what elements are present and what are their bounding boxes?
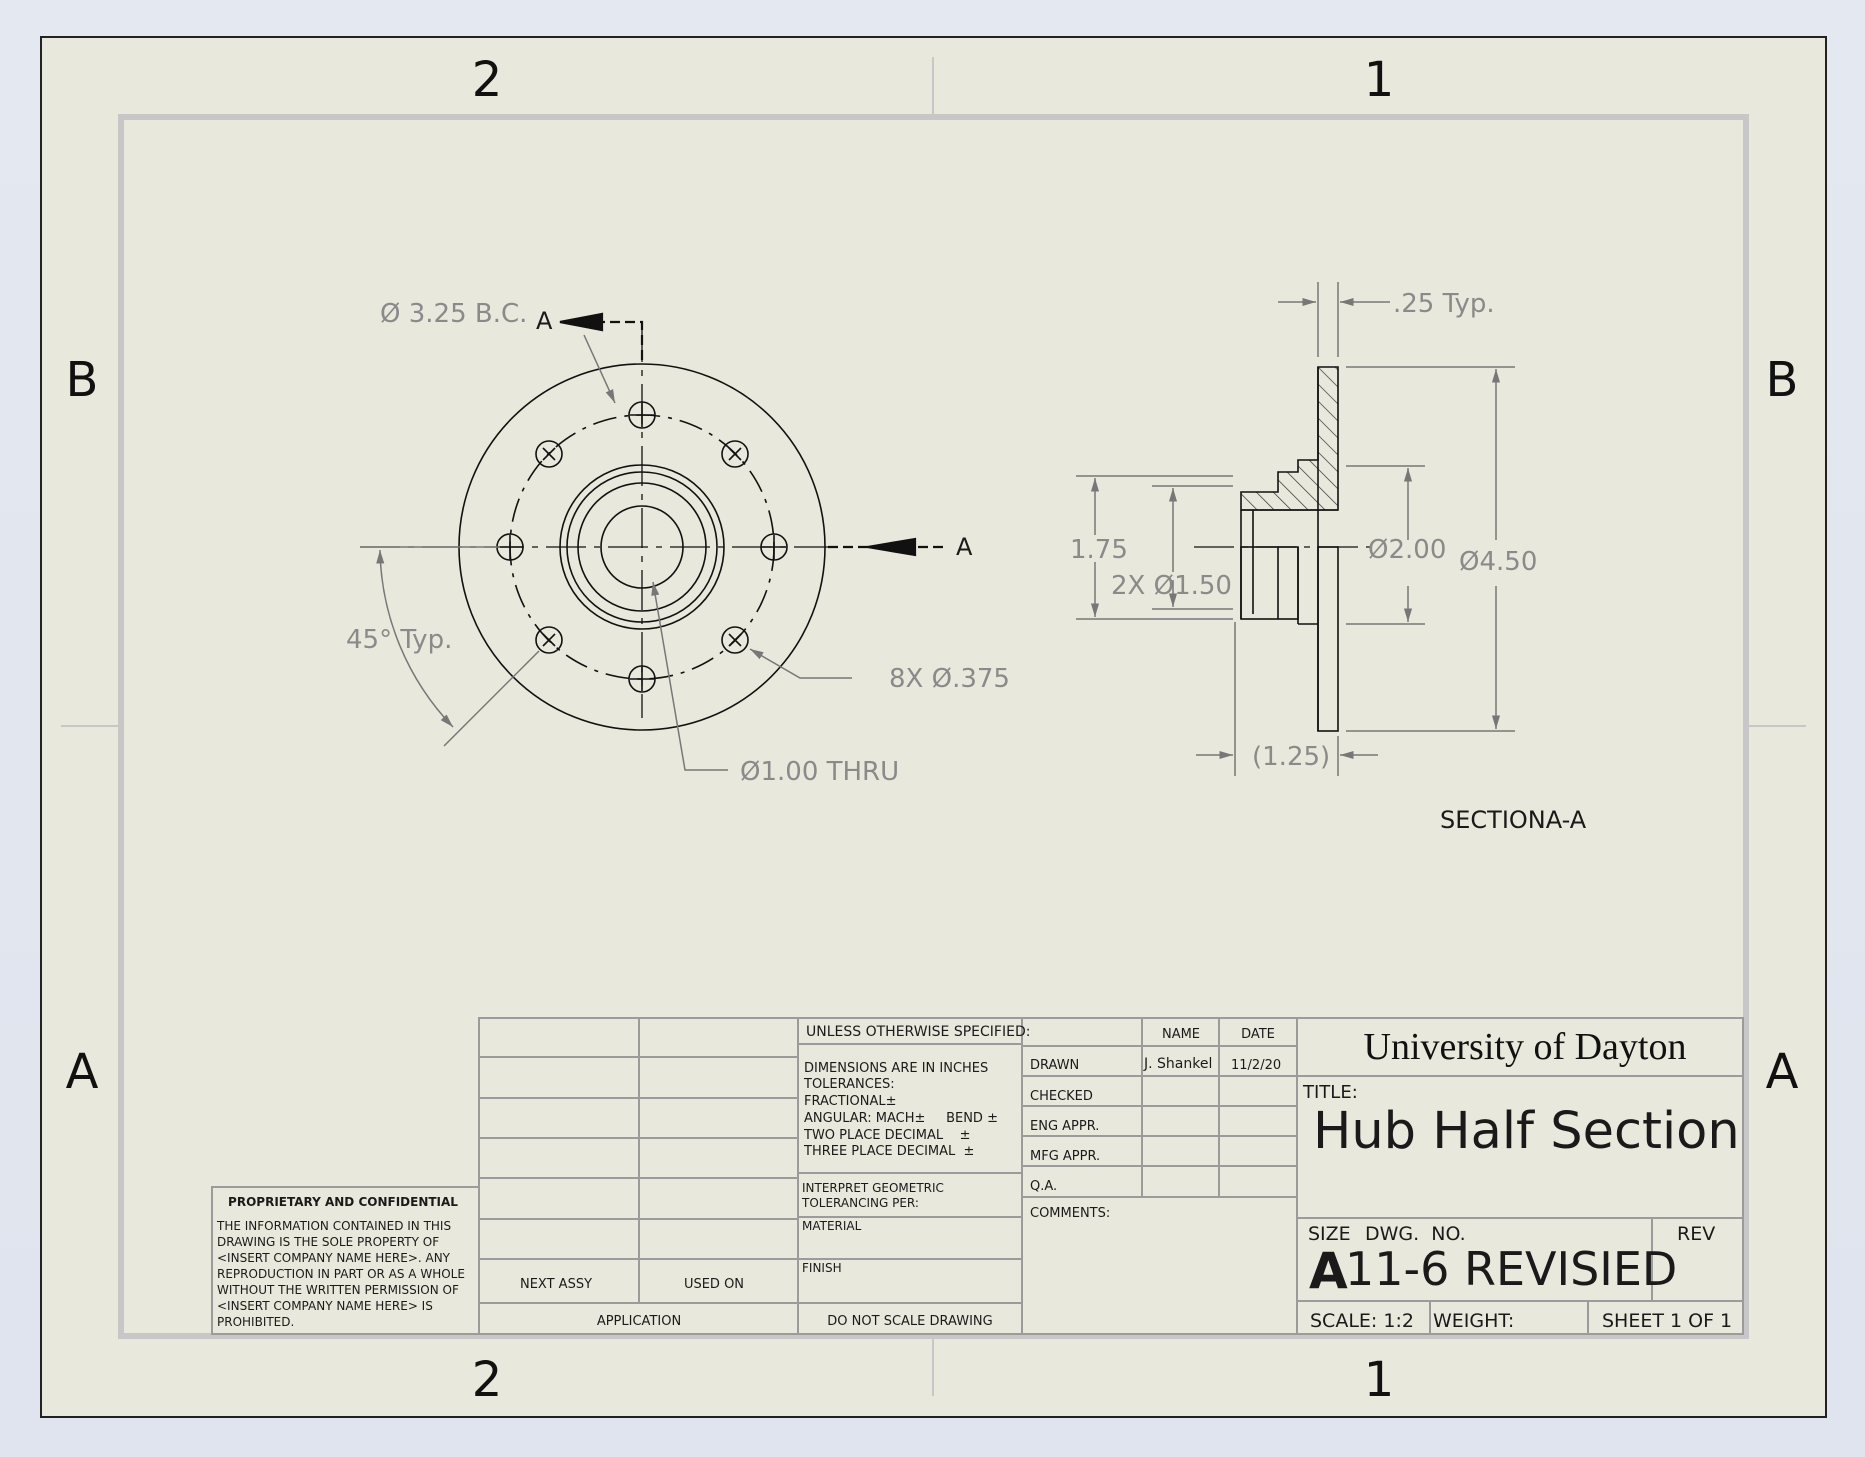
hole-bottom-left: [535, 626, 563, 654]
proprietary-line: THE INFORMATION CONTAINED IN THIS: [216, 1219, 451, 1233]
section-label: SECTIONA-A: [1440, 806, 1587, 834]
bore-dim: Ø1.00 THRU: [740, 757, 899, 787]
proprietary-title: PROPRIETARY AND CONFIDENTIAL: [228, 1195, 458, 1209]
section-cut-line: [559, 312, 945, 557]
hole-bottom: [628, 665, 656, 693]
dim-1-25: (1.25): [1252, 742, 1330, 772]
used-on-label: USED ON: [684, 1277, 744, 1292]
col-date: DATE: [1241, 1027, 1275, 1042]
hole-top: [628, 401, 656, 429]
angle-dim: 45° Typ.: [346, 625, 452, 655]
proprietary-line: WITHOUT THE WRITTEN PERMISSION OF: [217, 1283, 459, 1297]
hole-bottom-right: [721, 626, 749, 654]
weight-label: WEIGHT:: [1433, 1310, 1514, 1332]
rev-label: REV: [1677, 1223, 1715, 1245]
section-marker-right: A: [956, 533, 973, 561]
zone-top-1: 1: [1364, 52, 1395, 108]
finish-label: FINISH: [802, 1261, 842, 1275]
comments-label: COMMENTS:: [1030, 1206, 1110, 1221]
dwg-no-label: DWG. NO.: [1365, 1223, 1466, 1245]
tolerance-angular: ANGULAR: MACH± BEND ±: [804, 1111, 998, 1126]
unless-specified: UNLESS OTHERWISE SPECIFIED:: [806, 1024, 1030, 1040]
tolerancing-per: TOLERANCING PER:: [801, 1196, 919, 1210]
checked-label: CHECKED: [1030, 1089, 1093, 1104]
tolerances-label: TOLERANCES:: [803, 1077, 895, 1092]
zone-ticks: [61, 57, 1806, 1396]
dim-2x-1-50: 2X Ø1.50: [1111, 571, 1232, 601]
dwg-no-value: 11-6 REVISIED: [1345, 1242, 1677, 1296]
proprietary-line: DRAWING IS THE SOLE PROPERTY OF: [217, 1235, 439, 1249]
size-label: SIZE: [1308, 1223, 1351, 1245]
section-view: [1194, 366, 1380, 732]
dim-1-75: 1.75: [1070, 535, 1128, 565]
section-marker-top: A: [536, 307, 553, 335]
front-view-dimensions: [360, 334, 852, 771]
zone-right-a: A: [1766, 1044, 1799, 1100]
size-value: A: [1309, 1242, 1348, 1300]
company-name: University of Dayton: [1364, 1026, 1687, 1068]
proprietary-line: <INSERT COMPANY NAME HERE> IS: [217, 1299, 433, 1313]
section-arrow-right: [867, 537, 917, 557]
drawn-label: DRAWN: [1030, 1058, 1079, 1073]
application-label: APPLICATION: [597, 1314, 681, 1329]
scale-label: SCALE: 1:2: [1310, 1310, 1414, 1332]
interpret-geometric: INTERPRET GEOMETRIC: [802, 1181, 944, 1195]
dim-4-50: Ø4.50: [1459, 547, 1537, 577]
col-name: NAME: [1162, 1027, 1200, 1042]
zone-top-2: 2: [472, 52, 503, 108]
thickness-dim: .25 Typ.: [1393, 289, 1495, 319]
proprietary-line: PROHIBITED.: [217, 1315, 294, 1329]
zone-bottom-2: 2: [472, 1352, 503, 1408]
section-hatch-area: [1240, 366, 1339, 511]
zone-bottom-1: 1: [1364, 1352, 1395, 1408]
do-not-scale: DO NOT SCALE DRAWING: [827, 1314, 992, 1329]
qa-label: Q.A.: [1030, 1179, 1057, 1194]
eng-appr-label: ENG APPR.: [1030, 1119, 1099, 1134]
hole-top-right: [721, 440, 749, 468]
sheet-label: SHEET 1 OF 1: [1602, 1310, 1732, 1332]
section-arrow-top: [559, 312, 604, 332]
proprietary-line: <INSERT COMPANY NAME HERE>. ANY: [217, 1251, 451, 1265]
drawn-name: J. Shankel: [1143, 1056, 1212, 1072]
zone-right-b: B: [1766, 352, 1799, 408]
dimensions-note: DIMENSIONS ARE IN INCHES: [804, 1061, 988, 1076]
title-block-grid: [211, 1017, 1744, 1335]
drawing-title: Hub Half Section: [1313, 1102, 1740, 1161]
hole-left: [496, 533, 524, 561]
section-view-dimensions: [1076, 282, 1515, 776]
title-label: TITLE:: [1302, 1082, 1358, 1103]
hole-top-left: [535, 440, 563, 468]
holes-dim: 8X Ø.375: [889, 664, 1010, 694]
hole-right: [760, 533, 788, 561]
paper: [40, 36, 1827, 1418]
zone-left-a: A: [66, 1044, 99, 1100]
bolt-circle-dim: Ø 3.25 B.C.: [380, 299, 527, 329]
proprietary-notice: THE INFORMATION CONTAINED IN THIS DRAWIN…: [216, 1219, 465, 1329]
mfg-appr-label: MFG APPR.: [1030, 1149, 1100, 1164]
drawn-date: 11/2/20: [1231, 1058, 1281, 1073]
tolerance-fractional: FRACTIONAL±: [804, 1094, 897, 1109]
material-label: MATERIAL: [802, 1219, 862, 1233]
tolerance-three-place: THREE PLACE DECIMAL ±: [803, 1144, 974, 1159]
dim-2-00: Ø2.00: [1368, 535, 1446, 565]
zone-left-b: B: [66, 352, 99, 408]
tolerance-two-place: TWO PLACE DECIMAL ±: [803, 1128, 971, 1143]
proprietary-line: REPRODUCTION IN PART OR AS A WHOLE: [217, 1267, 465, 1281]
drawing-border: [118, 114, 1749, 1339]
next-assy-label: NEXT ASSY: [520, 1277, 592, 1292]
